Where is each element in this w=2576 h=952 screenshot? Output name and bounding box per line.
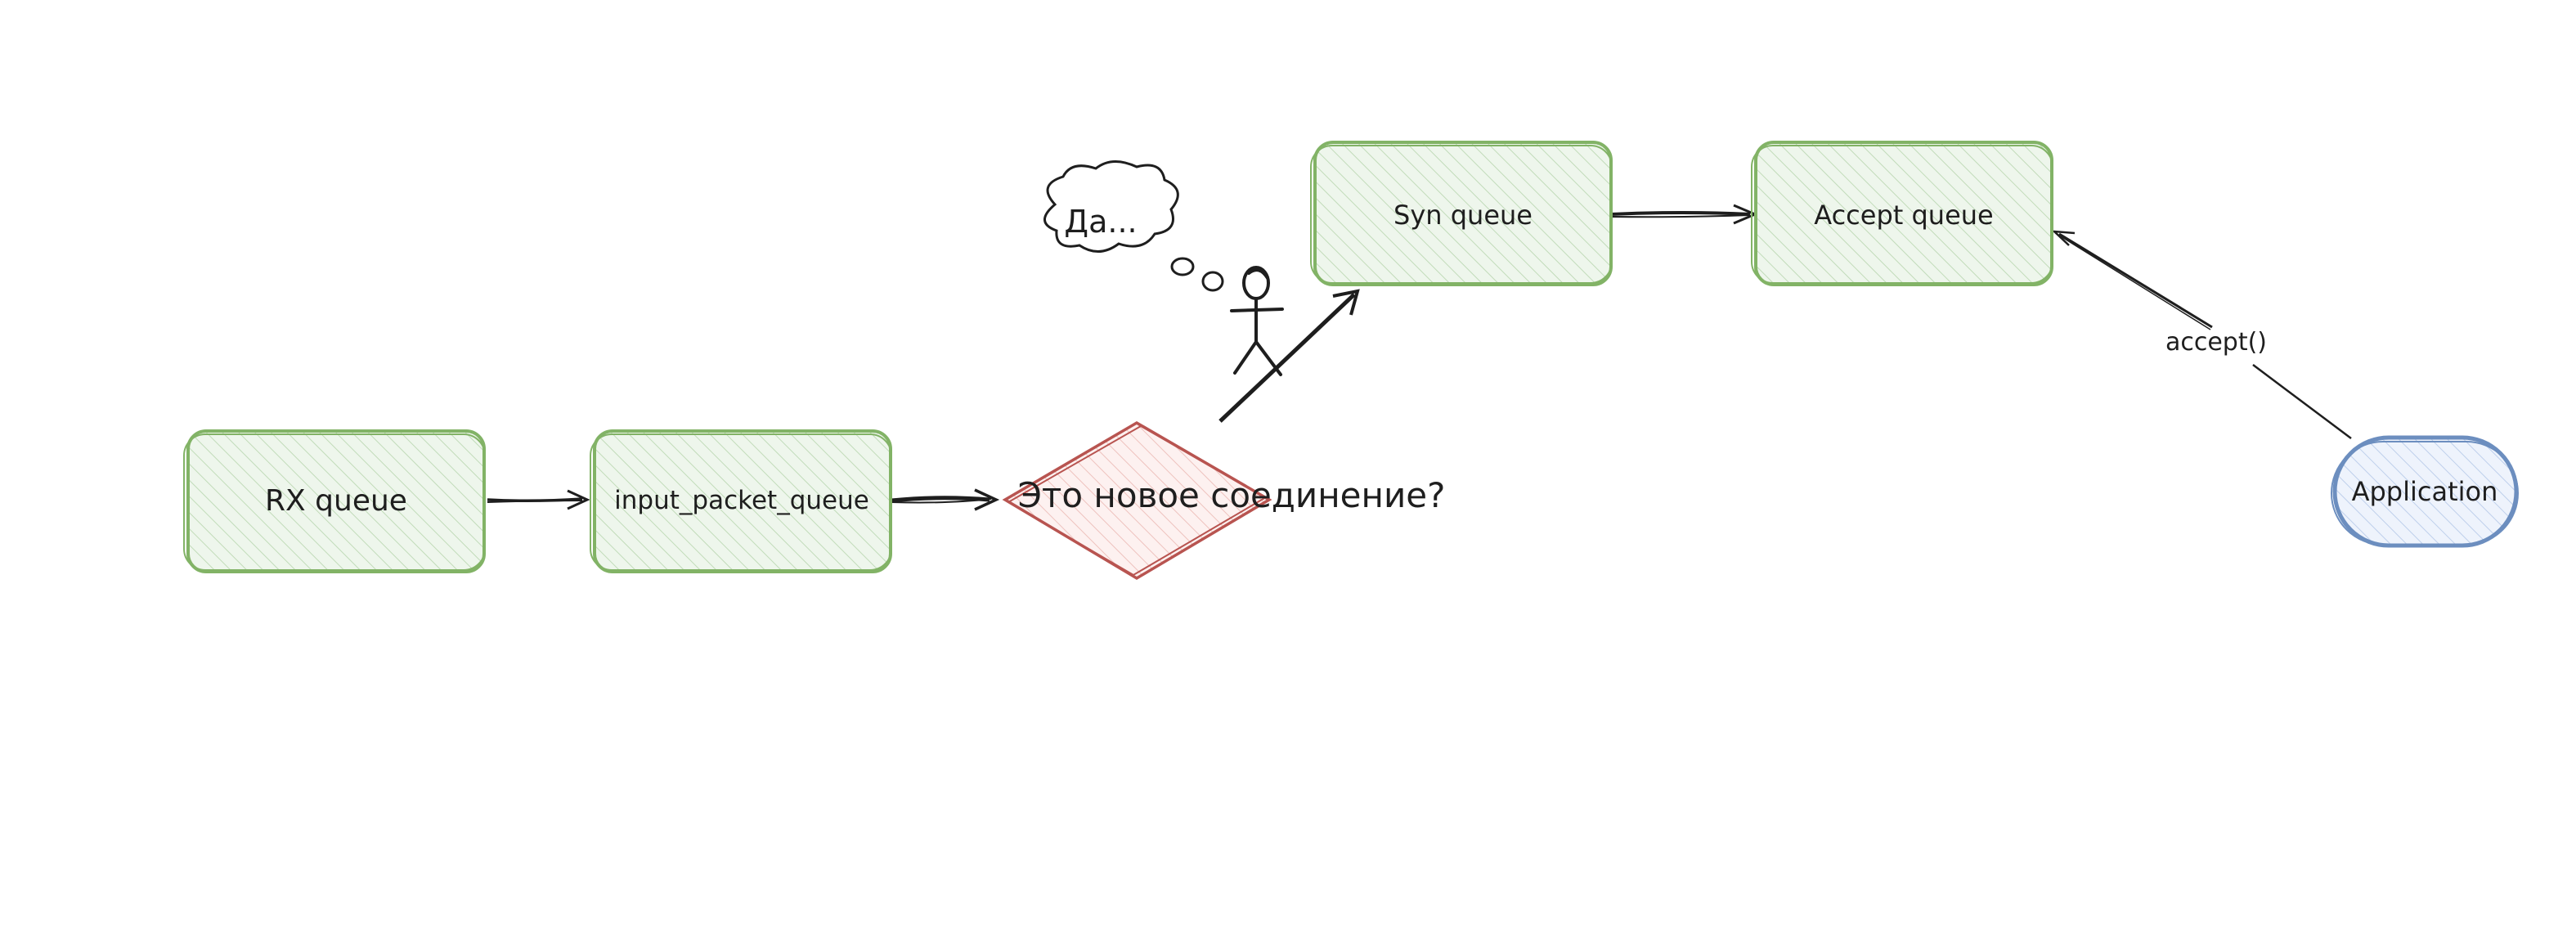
accept-edge-label: accept() — [2165, 328, 2267, 357]
edge-application-to-accept: accept() — [2051, 230, 2352, 439]
new-connection-label: Это новое соединение? — [1018, 475, 1446, 515]
stick-figure-icon — [1230, 266, 1284, 376]
node-accept-queue[interactable]: Accept queue — [1751, 141, 2053, 286]
thought-bubble: Да... — [1043, 160, 1224, 292]
edge-input-to-decision — [891, 488, 1000, 511]
edge-syn-to-accept — [1610, 204, 1758, 225]
edge-decision-to-syn — [1218, 289, 1360, 423]
node-application[interactable]: Application — [2331, 435, 2519, 548]
thought-bubble-label: Да... — [1064, 204, 1137, 240]
application-label: Application — [2352, 476, 2498, 507]
node-input-packet-queue[interactable]: input_packet_queue — [590, 429, 892, 573]
edge-rx-to-input — [487, 489, 590, 510]
node-syn-queue[interactable]: Syn queue — [1310, 141, 1613, 286]
node-new-connection-decision[interactable]: Это новое соединение? — [1002, 420, 1446, 581]
node-rx-queue[interactable]: RX queue — [183, 429, 486, 573]
accept-queue-label: Accept queue — [1814, 200, 1993, 231]
syn-queue-label: Syn queue — [1393, 200, 1533, 231]
rx-queue-label: RX queue — [265, 484, 407, 518]
input-packet-queue-label: input_packet_queue — [614, 486, 869, 515]
